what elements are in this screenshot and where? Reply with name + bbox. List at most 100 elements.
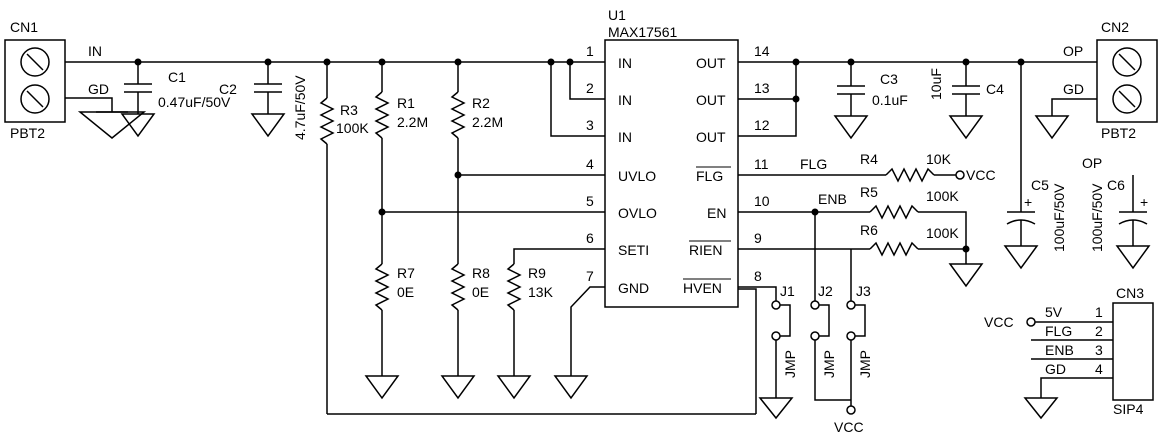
vcc-bottom-label: VCC — [834, 419, 864, 435]
r7-value: 0E — [397, 284, 414, 300]
cn1-connector: CN1 PBT2 IN GD — [4, 19, 109, 141]
gnd-symbol-r5r6 — [948, 263, 984, 288]
cn3-pin3-name: ENB — [1045, 342, 1074, 358]
cn1-gd-label: GD — [88, 81, 109, 97]
c4-ref: C4 — [986, 81, 1004, 97]
cn3-pin2-name: FLG — [1045, 323, 1072, 339]
cn3-connector: CN3 SIP4 VCC 5V 1 FLG 2 ENB 3 GD 4 — [984, 285, 1154, 420]
pin-9-num: 9 — [754, 230, 762, 246]
cn3-pin4-name: GD — [1045, 361, 1066, 377]
pin-2-name: IN — [618, 92, 632, 108]
c3-capacitor: C3 0.1uF — [833, 62, 908, 140]
pin-13-num: 13 — [754, 80, 770, 96]
c2-value: 4.7uF/50V — [292, 75, 308, 140]
r2-value: 2.2M — [472, 114, 503, 130]
cn3-pin1-name: 5V — [1045, 304, 1063, 320]
cn2-ref: CN2 — [1101, 19, 1129, 35]
r9-ref: R9 — [528, 265, 546, 281]
cn3-pin4-num: 4 — [1095, 361, 1103, 377]
c5-capacitor: + C5 100uF/50V — [1003, 62, 1067, 270]
c6-capacitor: + C6 100uF/50V — [1089, 175, 1151, 270]
r2-resistor: R2 2.2M — [450, 62, 503, 264]
r7-ref: R7 — [397, 265, 415, 281]
r4-resistor: R4 10K VCC — [860, 151, 996, 183]
pin-12-name: OUT — [696, 129, 726, 145]
cn3-pin2-num: 2 — [1095, 323, 1103, 339]
r1-value: 2.2M — [397, 114, 428, 130]
r5-value: 100K — [926, 188, 959, 204]
r4-vcc-label: VCC — [966, 167, 996, 183]
r4-value: 10K — [926, 151, 952, 167]
pin-2-num: 2 — [586, 80, 594, 96]
r3-value: 100K — [336, 120, 369, 136]
j2-type: JMP — [821, 350, 837, 378]
c2-capacitor: C2 4.7uF/50V — [219, 62, 308, 140]
r8-ref: R8 — [472, 265, 490, 281]
cn3-ref: CN3 — [1116, 285, 1144, 301]
cn2-connector: CN2 PBT2 OP GD — [1063, 19, 1158, 141]
cn1-type: PBT2 — [10, 125, 45, 141]
c3-ref: C3 — [880, 71, 898, 87]
r1-ref: R1 — [397, 95, 415, 111]
j1-jumper: J1 JMP — [758, 283, 798, 420]
c4-capacitor: C4 10uF — [928, 62, 1004, 140]
r1-resistor: R1 2.2M — [374, 62, 428, 264]
pin-14-num: 14 — [754, 43, 770, 59]
r2-ref: R2 — [472, 95, 490, 111]
j2-jumper: J2 JMP — [810, 212, 851, 401]
c6-ref: C6 — [1107, 177, 1125, 193]
pin-7-name: GND — [618, 280, 649, 296]
gnd-symbol-pin7 — [553, 375, 589, 400]
pin-10-name: EN — [707, 205, 726, 221]
pin-5-num: 5 — [586, 193, 594, 209]
c3-value: 0.1uF — [872, 92, 908, 108]
pin-12-num: 12 — [754, 117, 770, 133]
pin-1-num: 1 — [586, 43, 594, 59]
pin-14-name: OUT — [696, 55, 726, 71]
gnd-symbol-cn2 — [1034, 115, 1070, 140]
c5-ref: C5 — [1031, 177, 1049, 193]
c6-value: 100uF/50V — [1089, 183, 1105, 252]
cn3-vcc-label: VCC — [984, 314, 1014, 330]
gnd-symbol-cn1 — [77, 111, 147, 139]
op-net-label: OP — [1082, 155, 1102, 171]
r6-resistor: R6 100K — [860, 222, 966, 257]
r8-value: 0E — [472, 284, 489, 300]
pin-10-num: 10 — [754, 193, 770, 209]
pin-13-name: OUT — [696, 92, 726, 108]
flg-net-label: FLG — [800, 156, 827, 172]
cn1-ref: CN1 — [10, 19, 38, 35]
pin-4-name: UVLO — [618, 168, 656, 184]
u1-ic: U1 MAX17561 1 2 3 4 5 6 7 IN IN IN UVLO … — [586, 7, 770, 308]
j3-type: JMP — [857, 350, 873, 378]
enb-net-label: ENB — [818, 191, 847, 207]
c1-ref: C1 — [168, 69, 186, 85]
r4-ref: R4 — [860, 151, 878, 167]
pin-1-name: IN — [618, 55, 632, 71]
c5-value: 100uF/50V — [1051, 183, 1067, 252]
pin-4-num: 4 — [586, 156, 594, 172]
r9-value: 13K — [528, 284, 554, 300]
u1-part: MAX17561 — [608, 24, 677, 40]
u1-ref: U1 — [608, 7, 626, 23]
gnd-symbol-cn3 — [1023, 397, 1059, 420]
cn3-pin1-num: 1 — [1095, 304, 1103, 320]
c6-plus: + — [1140, 194, 1148, 210]
pin-5-name: OVLO — [618, 205, 657, 221]
pin-11-num: 11 — [754, 156, 769, 172]
pin-3-name: IN — [618, 129, 632, 145]
j3-jumper: J3 JMP — [846, 249, 873, 415]
cn3-pin3-num: 3 — [1095, 342, 1103, 358]
j2-ref: J2 — [818, 283, 833, 299]
pin-6-name: SETI — [618, 242, 649, 258]
cn2-op-label: OP — [1063, 43, 1083, 59]
r8-resistor: R8 0E — [440, 263, 490, 400]
cn2-type: PBT2 — [1101, 125, 1136, 141]
pin-3-num: 3 — [586, 117, 594, 133]
c2-ref: C2 — [219, 81, 237, 97]
c5-plus: + — [1024, 194, 1032, 210]
r5-ref: R5 — [860, 184, 878, 200]
r5-resistor: R5 100K — [860, 184, 967, 264]
cn2-gd-label: GD — [1063, 81, 1084, 97]
